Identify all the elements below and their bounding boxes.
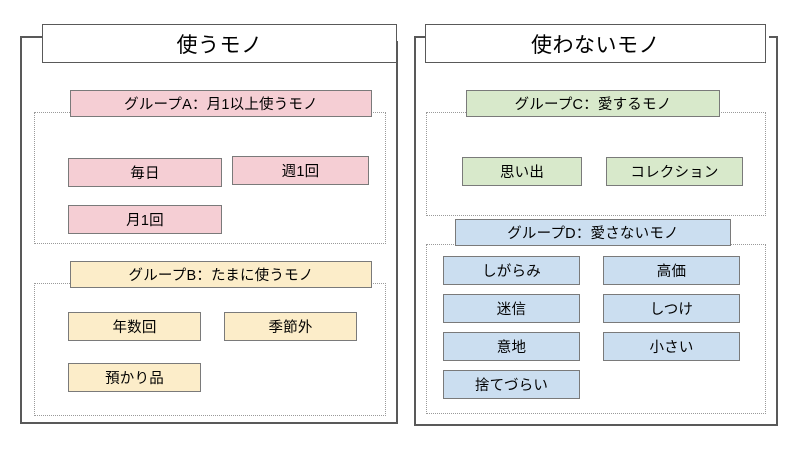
item-label: コレクション (630, 165, 719, 181)
item-chip[interactable]: 季節外 (224, 312, 357, 341)
item-label: 小さい (649, 340, 694, 356)
item-label: 年数回 (112, 320, 157, 336)
item-chip[interactable]: しつけ (603, 294, 740, 323)
item-chip[interactable]: 月1回 (68, 205, 222, 234)
item-label: 毎日 (130, 166, 160, 182)
item-label: 高価 (656, 264, 687, 280)
item-chip[interactable]: 毎日 (68, 158, 222, 187)
item-label: 預かり品 (105, 371, 164, 387)
item-chip[interactable]: 年数回 (68, 312, 201, 341)
item-chip[interactable]: 高価 (603, 256, 740, 285)
group-a-header[interactable]: グループA：月1以上使うモノ (70, 90, 372, 117)
title-box-notuse[interactable]: 使わないモノ (425, 24, 766, 63)
item-label: 意地 (496, 340, 527, 356)
group-c-header-label: グループC：愛するモノ (514, 97, 672, 113)
item-label: 思い出 (499, 165, 545, 181)
title-box-use[interactable]: 使うモノ (42, 24, 397, 63)
group-d-header-label: グループD：愛さないモノ (507, 226, 679, 242)
group-c-header[interactable]: グループC：愛するモノ (466, 90, 720, 117)
group-b-container (34, 283, 386, 416)
group-b-header[interactable]: グループB：たまに使うモノ (70, 261, 372, 288)
item-label: 月1回 (126, 213, 164, 229)
item-chip[interactable]: 週1回 (232, 156, 369, 185)
item-label: 週1回 (281, 164, 320, 180)
item-chip[interactable]: 意地 (443, 332, 580, 361)
item-chip[interactable]: 小さい (603, 332, 740, 361)
item-chip[interactable]: 預かり品 (68, 363, 201, 392)
title-box-use-label: 使うモノ (176, 33, 263, 57)
item-chip[interactable]: 捨てづらい (443, 370, 580, 399)
item-label: 季節外 (268, 320, 313, 336)
group-b-header-label: グループB：たまに使うモノ (128, 268, 314, 284)
group-a-header-label: グループA：月1以上使うモノ (124, 97, 318, 113)
item-chip[interactable]: 迷信 (443, 294, 580, 323)
item-label: 迷信 (496, 302, 527, 318)
item-chip[interactable]: しがらみ (443, 256, 580, 285)
title-box-notuse-label: 使わないモノ (531, 33, 660, 57)
item-label: しがらみ (482, 264, 541, 280)
group-d-header[interactable]: グループD：愛さないモノ (455, 219, 731, 246)
item-chip[interactable]: 思い出 (462, 157, 582, 186)
item-chip[interactable]: コレクション (606, 157, 743, 186)
item-label: しつけ (649, 302, 694, 318)
item-label: 捨てづらい (474, 378, 549, 394)
